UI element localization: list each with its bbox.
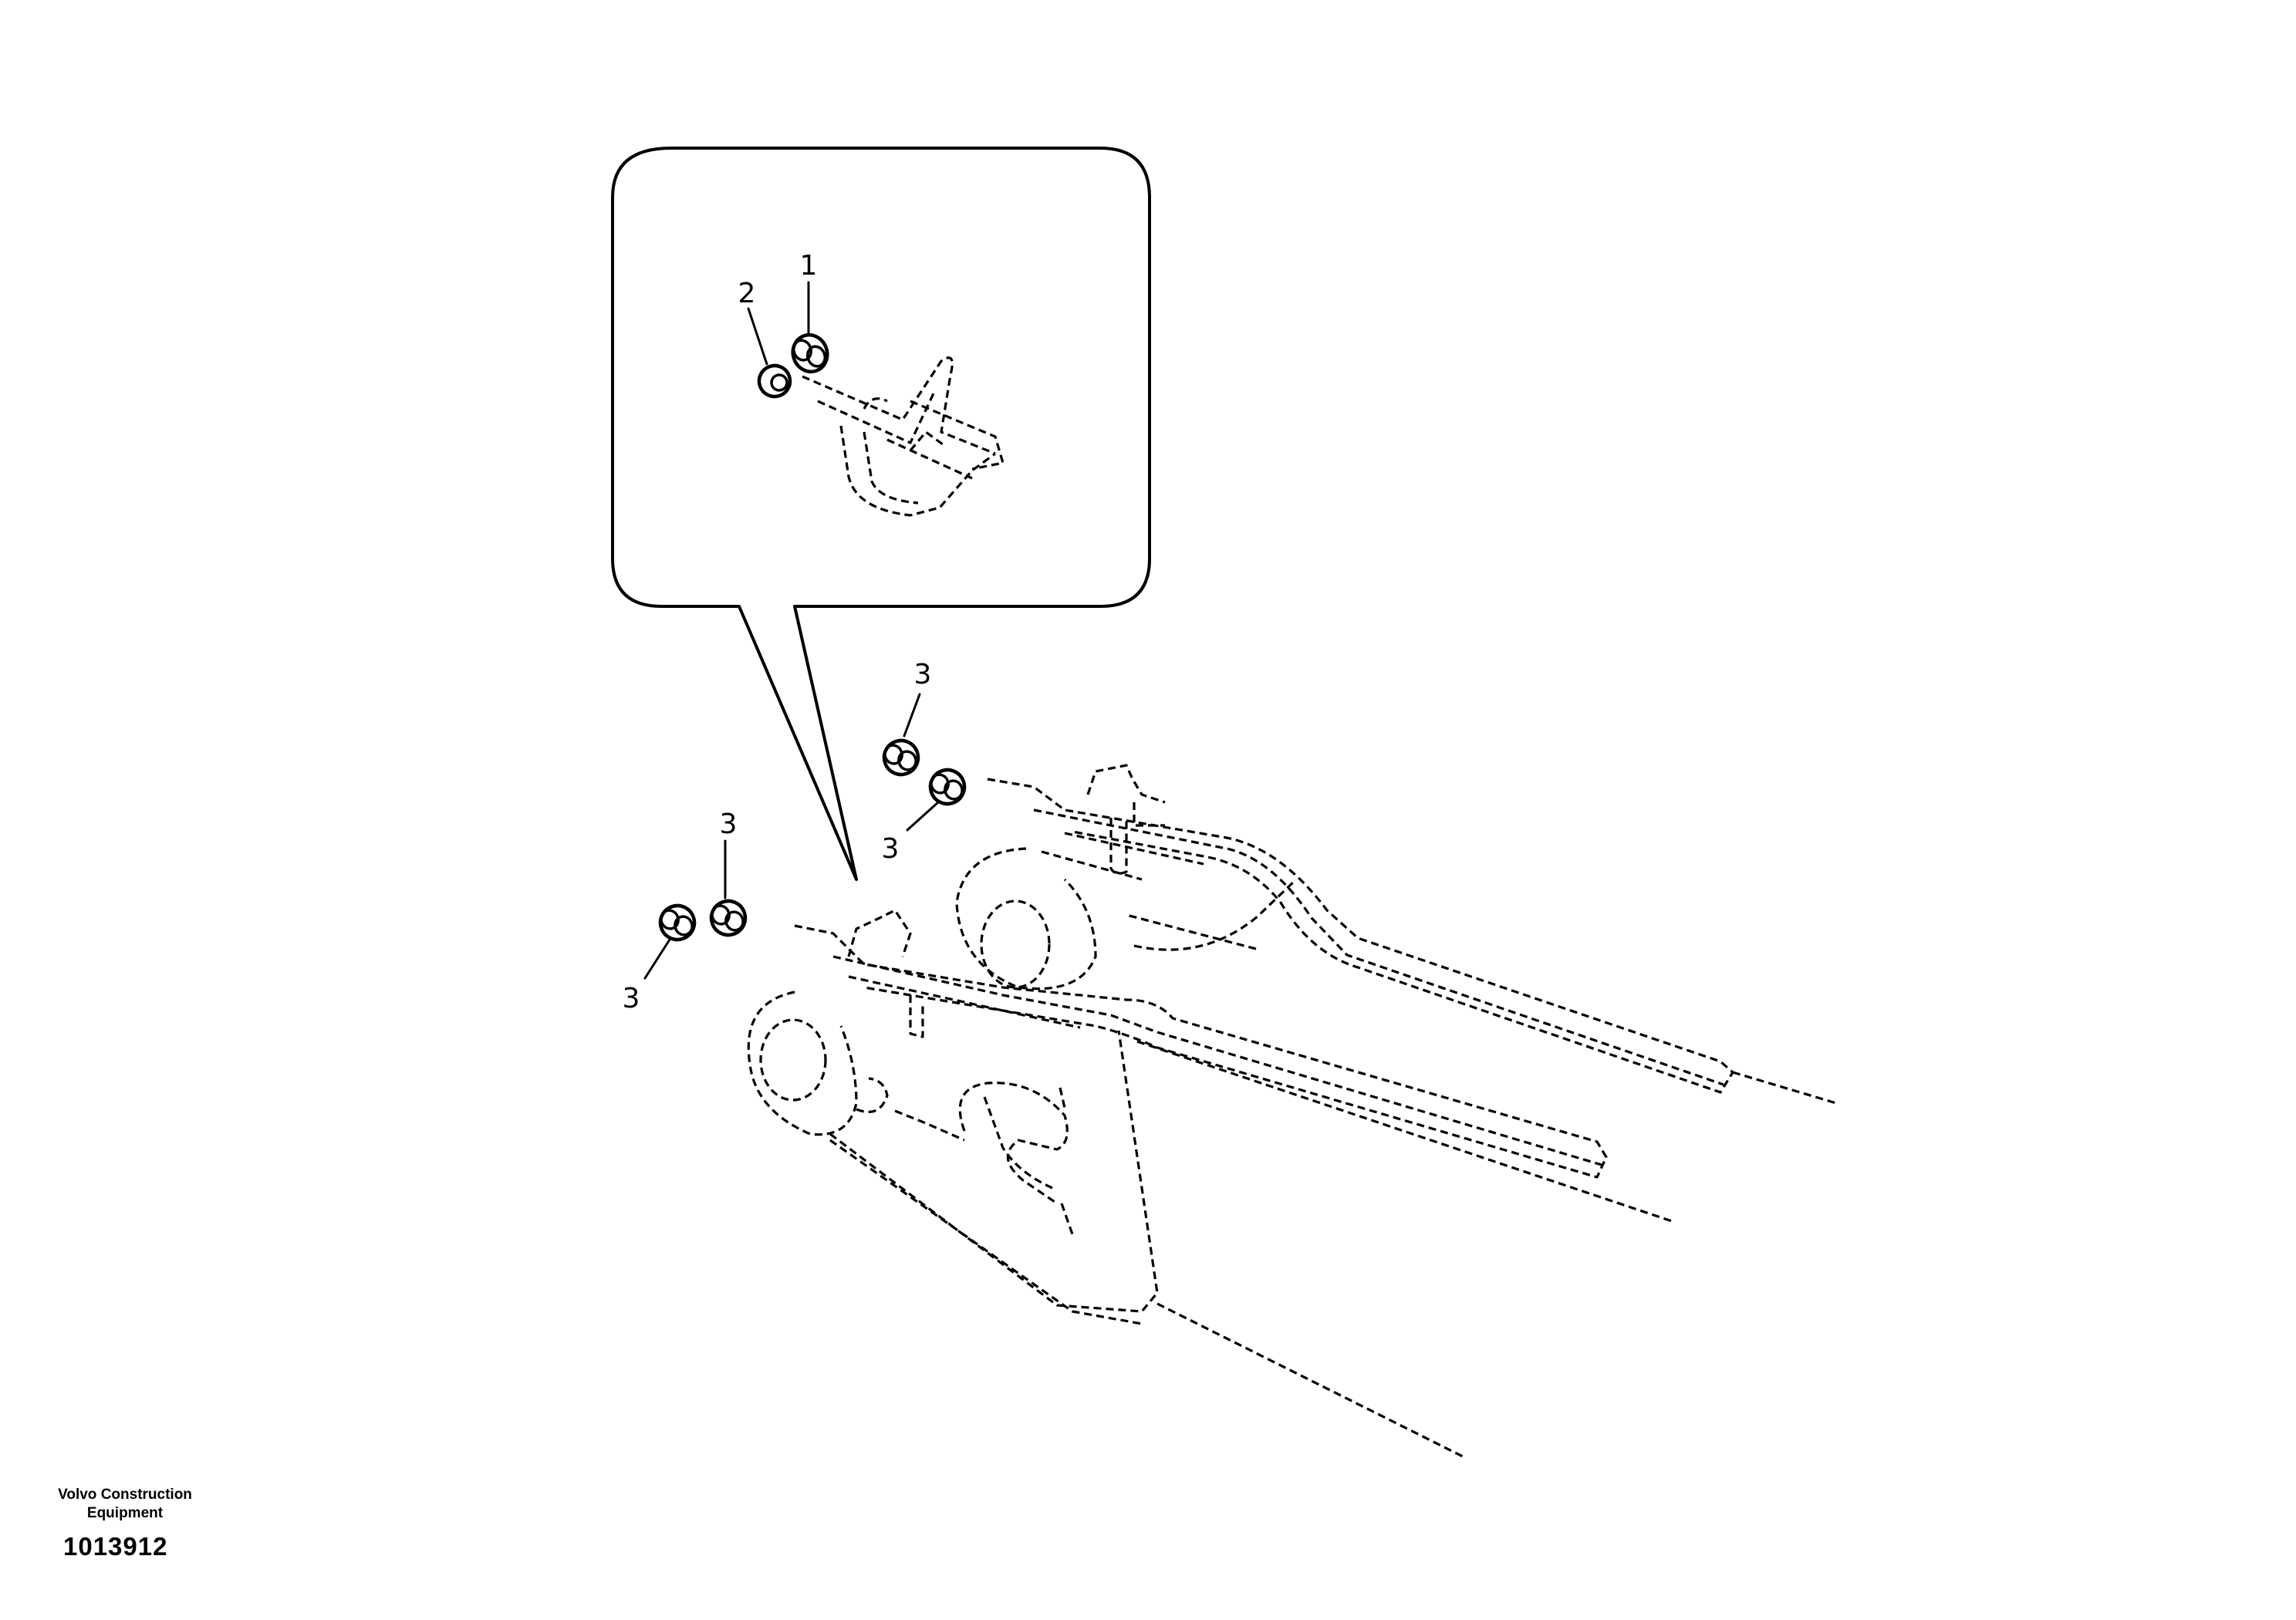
part-2-fitting[interactable] (755, 361, 794, 400)
callout-2: 2 (738, 278, 756, 309)
part-3-upper-left[interactable] (880, 736, 923, 779)
boom-phantom-outline (747, 764, 1837, 1460)
company-line-1: Volvo Construction (58, 1487, 192, 1503)
detail-bracket-phantom (802, 356, 1004, 517)
detail-leader-lines (747, 281, 810, 366)
callout-3-lower-bottom: 3 (623, 983, 640, 1014)
callout-3-lower-top: 3 (720, 808, 738, 840)
part-3-leader-lines (643, 693, 940, 980)
part-3-lower-left[interactable] (656, 901, 699, 944)
part-3-lower-right[interactable] (707, 896, 750, 940)
callout-1: 1 (800, 250, 818, 282)
company-name: Volvo Construction Equipment (40, 1486, 210, 1523)
drawing-number: 1013912 (63, 1532, 168, 1561)
part-1-fitting[interactable] (788, 330, 832, 376)
callout-3-upper-top: 3 (914, 659, 932, 690)
company-line-2: Equipment (86, 1505, 164, 1521)
callout-3-upper-bottom: 3 (882, 833, 900, 865)
detail-callout-bubble (611, 147, 1151, 881)
part-3-upper-right[interactable] (926, 765, 969, 808)
